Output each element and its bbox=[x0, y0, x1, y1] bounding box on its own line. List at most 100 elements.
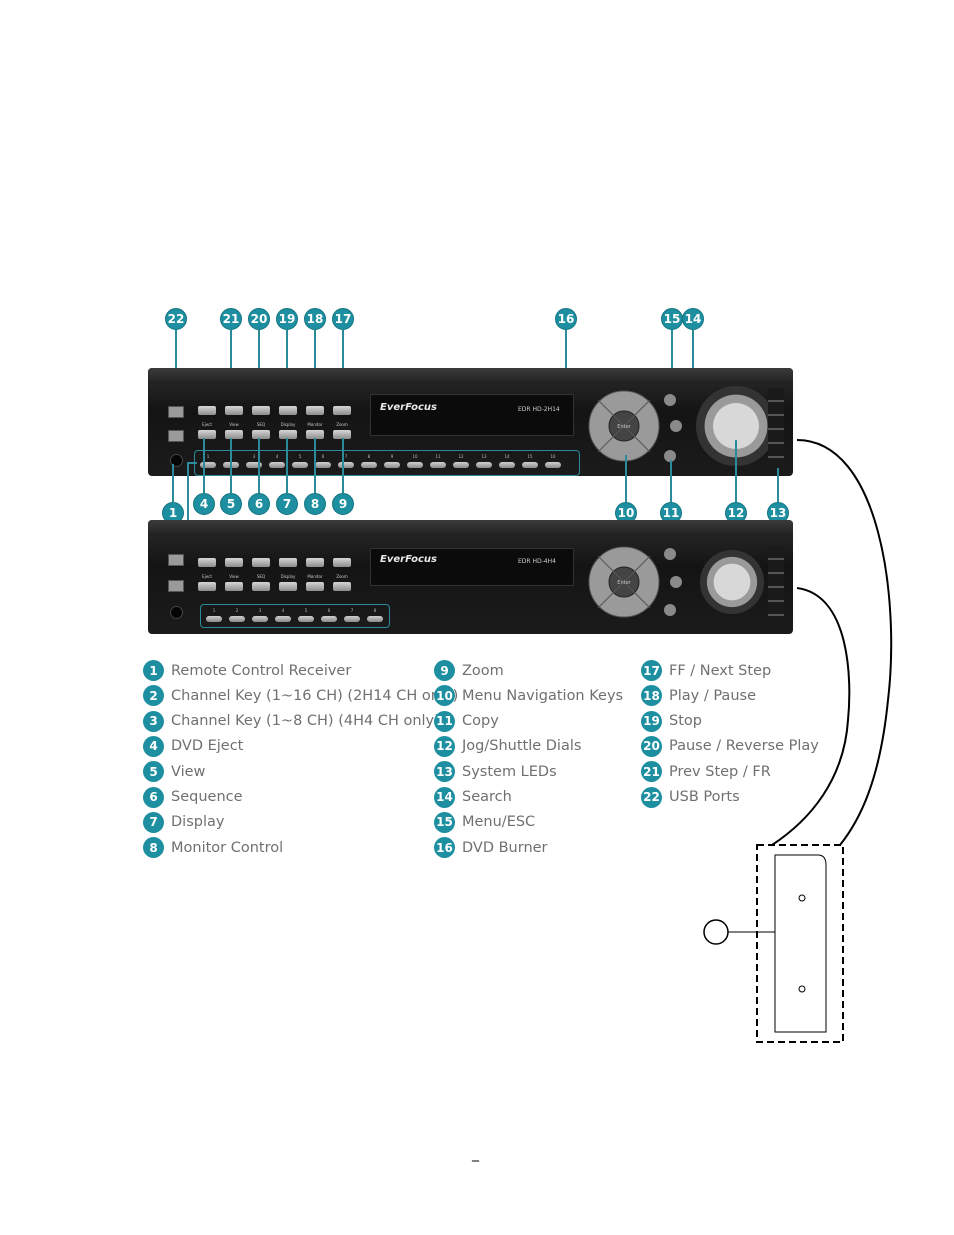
legend-label: Play / Pause bbox=[669, 687, 756, 704]
dvr-front-panel-top: Eject View SEQ Display Monitor Zoom Ever… bbox=[148, 368, 793, 476]
channel-b-key-8[interactable] bbox=[367, 616, 383, 622]
channel-key-14[interactable] bbox=[499, 462, 515, 468]
search-button[interactable] bbox=[670, 420, 682, 432]
channel-key-13[interactable] bbox=[476, 462, 492, 468]
legend-number: 5 bbox=[143, 761, 164, 783]
channel-key-11[interactable] bbox=[430, 462, 446, 468]
play-pause-key[interactable] bbox=[306, 406, 324, 415]
callout-13: 13 bbox=[767, 502, 789, 524]
channel-b-key-6[interactable] bbox=[321, 616, 337, 622]
stop-key-b[interactable] bbox=[279, 558, 297, 567]
stop-key[interactable] bbox=[279, 406, 297, 415]
prev-step-key-b[interactable] bbox=[198, 558, 216, 567]
enter-label-bottom: Enter bbox=[617, 580, 631, 586]
display-key[interactable] bbox=[279, 430, 297, 439]
legend-label: Remote Control Receiver bbox=[171, 662, 352, 679]
legend-item: 8 Monitor Control bbox=[143, 837, 284, 859]
menu-esc-button-b[interactable] bbox=[664, 548, 676, 560]
channel-key-4[interactable] bbox=[269, 462, 285, 468]
play-pause-key-b[interactable] bbox=[306, 558, 324, 567]
display-key-b[interactable] bbox=[279, 582, 297, 591]
legend-number: 13 bbox=[434, 761, 455, 783]
channel-key-label: 15 bbox=[527, 454, 533, 459]
channel-key-1[interactable] bbox=[200, 462, 216, 468]
seq-key[interactable] bbox=[252, 430, 270, 439]
channel-b-key-2[interactable] bbox=[229, 616, 245, 622]
pause-reverse-key-b[interactable] bbox=[225, 558, 243, 567]
jog-shuttle-dial-b[interactable] bbox=[700, 550, 764, 614]
channel-b-key-4[interactable] bbox=[275, 616, 291, 622]
channel-key-10[interactable] bbox=[407, 462, 423, 468]
channel-b-key-5[interactable] bbox=[298, 616, 314, 622]
leader-line-10 bbox=[625, 455, 627, 502]
legend-label: Zoom bbox=[462, 662, 504, 679]
channel-key-3[interactable] bbox=[246, 462, 262, 468]
legend-number: 8 bbox=[143, 837, 164, 859]
legend-number: 10 bbox=[434, 685, 455, 707]
legend-number: 15 bbox=[434, 811, 455, 833]
channel-key-5[interactable] bbox=[292, 462, 308, 468]
menu-esc-button[interactable] bbox=[664, 394, 676, 406]
channel-key-12[interactable] bbox=[453, 462, 469, 468]
legend-label: DVD Burner bbox=[462, 839, 548, 856]
dvr-front-panel-bottom: Eject View SEQ Display Monitor Zoom Ever… bbox=[148, 520, 793, 634]
dvd-slot-bottom bbox=[370, 548, 574, 586]
navigation-keys-bottom[interactable] bbox=[588, 546, 660, 618]
callout-22: 22 bbox=[165, 308, 187, 330]
channel-key-16[interactable] bbox=[545, 462, 561, 468]
callout-7: 7 bbox=[276, 493, 298, 515]
legend-number: 19 bbox=[641, 710, 662, 732]
channel-key-7[interactable] bbox=[338, 462, 354, 468]
prev-step-key[interactable] bbox=[198, 406, 216, 415]
prev-step-fr-key[interactable] bbox=[225, 406, 243, 415]
channel-key-6[interactable] bbox=[315, 462, 331, 468]
channel-b-key-label: 7 bbox=[350, 608, 354, 613]
seq-key-b[interactable] bbox=[252, 582, 270, 591]
channel-key-label: 4 bbox=[275, 454, 279, 459]
callout-6: 6 bbox=[248, 493, 270, 515]
copy-button[interactable] bbox=[664, 450, 676, 462]
ff-next-key-b[interactable] bbox=[333, 558, 351, 567]
pause-reverse-key[interactable] bbox=[252, 406, 270, 415]
usb-port-3 bbox=[168, 554, 184, 566]
channel-key-label: 3 bbox=[252, 454, 256, 459]
zoom-key[interactable] bbox=[333, 430, 351, 439]
channel-key-15[interactable] bbox=[522, 462, 538, 468]
view-key[interactable] bbox=[225, 430, 243, 439]
legend-number: 22 bbox=[641, 786, 662, 808]
search-button-b[interactable] bbox=[670, 576, 682, 588]
view-key-b[interactable] bbox=[225, 582, 243, 591]
ff-next-key[interactable] bbox=[333, 406, 351, 415]
eject-key-b[interactable] bbox=[198, 582, 216, 591]
channel-key-8[interactable] bbox=[361, 462, 377, 468]
legend-label: DVD Eject bbox=[171, 738, 244, 755]
eject-key[interactable] bbox=[198, 430, 216, 439]
channel-key-label: 6 bbox=[321, 454, 325, 459]
channel-b-key-1[interactable] bbox=[206, 616, 222, 622]
channel-key-9[interactable] bbox=[384, 462, 400, 468]
monitor-key-b[interactable] bbox=[306, 582, 324, 591]
monitor-key[interactable] bbox=[306, 430, 324, 439]
legend-label: Channel Key (1~16 CH) (2H14 CH only) bbox=[171, 687, 459, 704]
channel-key-label: 14 bbox=[504, 454, 510, 459]
legend-label: Menu Navigation Keys bbox=[462, 687, 624, 704]
legend-label: Monitor Control bbox=[171, 839, 284, 856]
navigation-keys[interactable] bbox=[588, 390, 660, 462]
channel-b-key-7[interactable] bbox=[344, 616, 360, 622]
callout-9: 9 bbox=[332, 493, 354, 515]
copy-button-b[interactable] bbox=[664, 604, 676, 616]
key-label-view: View bbox=[229, 422, 239, 427]
legend-number: 17 bbox=[641, 660, 662, 681]
zoom-key-b[interactable] bbox=[333, 582, 351, 591]
pause-key-b[interactable] bbox=[252, 558, 270, 567]
channel-b-key-3[interactable] bbox=[252, 616, 268, 622]
